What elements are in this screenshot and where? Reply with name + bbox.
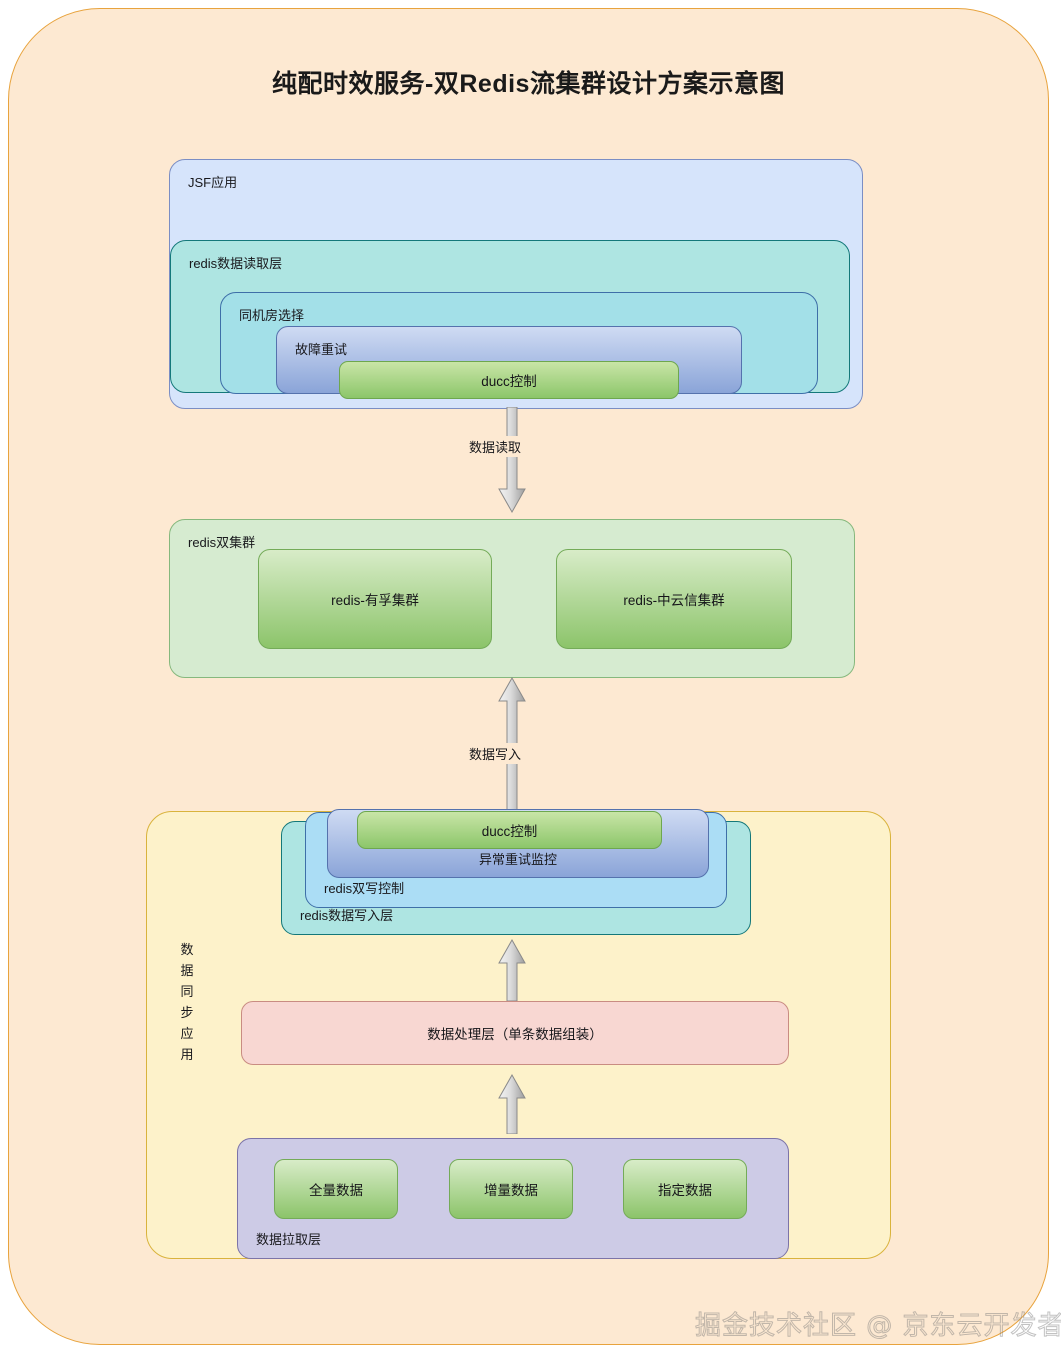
watermark-text: 掘金技术社区 @ 京东云开发者 (695, 1311, 1061, 1342)
diagram-outer-frame: 纯配时效服务-双Redis流集群设计方案示意图 JSF应用 redis数据读取层… (8, 8, 1061, 1345)
page-title: 纯配时效服务-双Redis流集群设计方案示意图 (272, 70, 785, 98)
data-read-arrow-down (497, 407, 527, 517)
ducc-control-write-box: ducc控制 (357, 811, 662, 849)
data-write-arrow-label: 数据写入 (466, 743, 525, 764)
data-read-arrow-label: 数据读取 (466, 436, 525, 457)
redis-cluster-youfu: redis-有孚集群 (258, 549, 492, 649)
jsf-application-label: JSF应用 (188, 175, 238, 190)
redis-cluster-zhongyunxin: redis-中云信集群 (556, 549, 792, 649)
redis-read-layer-label: redis数据读取层 (189, 256, 283, 271)
pull-item-incremental-data-label: 增量数据 (484, 1183, 538, 1198)
ducc-control-read-box: ducc控制 (339, 361, 679, 399)
redis-dual-write-control-label: redis双写控制 (324, 881, 405, 896)
abnormal-retry-monitor-label: 异常重试监控 (478, 852, 557, 867)
pull-item-full-data: 全量数据 (274, 1159, 398, 1219)
data-sync-application-label: 数据同步应用 (180, 942, 194, 1062)
redis-dual-cluster-label: redis双集群 (188, 535, 256, 550)
data-process-layer-label: 数据处理层（单条数据组装） (427, 1027, 603, 1042)
pull-item-incremental-data: 增量数据 (449, 1159, 573, 1219)
data-pull-layer-label: 数据拉取层 (256, 1232, 322, 1247)
pull-item-specified-data-label: 指定数据 (658, 1183, 712, 1198)
pull-to-process-arrow (497, 1074, 527, 1134)
pull-item-specified-data: 指定数据 (623, 1159, 747, 1219)
redis-cluster-zhongyunxin-label: redis-中云信集群 (623, 593, 725, 608)
process-to-write-arrow (497, 939, 527, 1001)
ducc-control-read-label: ducc控制 (481, 374, 537, 389)
pull-item-full-data-label: 全量数据 (309, 1183, 363, 1198)
redis-write-layer-label: redis数据写入层 (300, 908, 394, 923)
redis-cluster-youfu-label: redis-有孚集群 (331, 593, 419, 608)
same-idc-selection-label: 同机房选择 (239, 308, 305, 323)
fault-retry-label: 故障重试 (295, 342, 348, 357)
ducc-control-write-label: ducc控制 (481, 824, 538, 839)
data-process-layer-box: 数据处理层（单条数据组装） (241, 1001, 789, 1065)
